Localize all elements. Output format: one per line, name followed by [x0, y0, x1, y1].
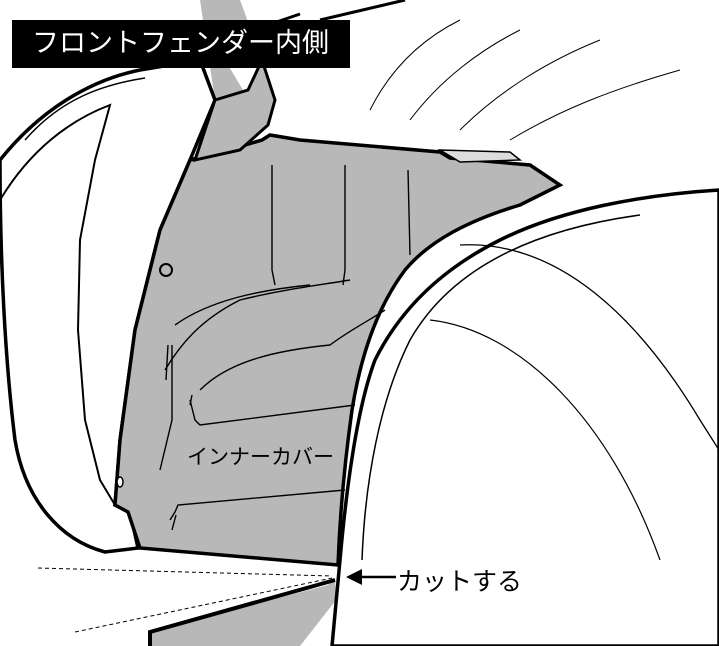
tire [330, 188, 719, 646]
cut-label: カットする [397, 567, 523, 596]
guide-line-upper [37, 567, 333, 577]
arrow-left-icon [346, 569, 396, 585]
clip-hole-3 [116, 476, 124, 488]
fender-contour-2 [409, 29, 521, 121]
bracket-tab [192, 55, 277, 163]
lower-panel-edge [148, 578, 336, 646]
inner-cover-label: インナーカバー [187, 445, 334, 469]
cut-wedge [150, 578, 336, 646]
bumper-crease [24, 77, 146, 141]
tire-inner-line-1 [361, 214, 641, 561]
tire-inner-line-2 [459, 244, 719, 451]
inner-cover-ribs [159, 165, 411, 531]
guide-line-lower [74, 577, 333, 633]
fender-contour-3 [459, 39, 601, 131]
fender-contour-4 [509, 69, 681, 141]
clip-hole-2 [159, 263, 173, 277]
bumper-inner-line [0, 103, 116, 506]
fender-trim [437, 149, 523, 163]
bumper-outline [0, 58, 217, 554]
tire-inner-line-3 [429, 319, 661, 561]
fender-contour-1 [369, 19, 461, 111]
inner-cover [113, 133, 564, 567]
hood-edge [319, 0, 406, 22]
page-title: フロントフェンダー内側 [12, 20, 350, 68]
